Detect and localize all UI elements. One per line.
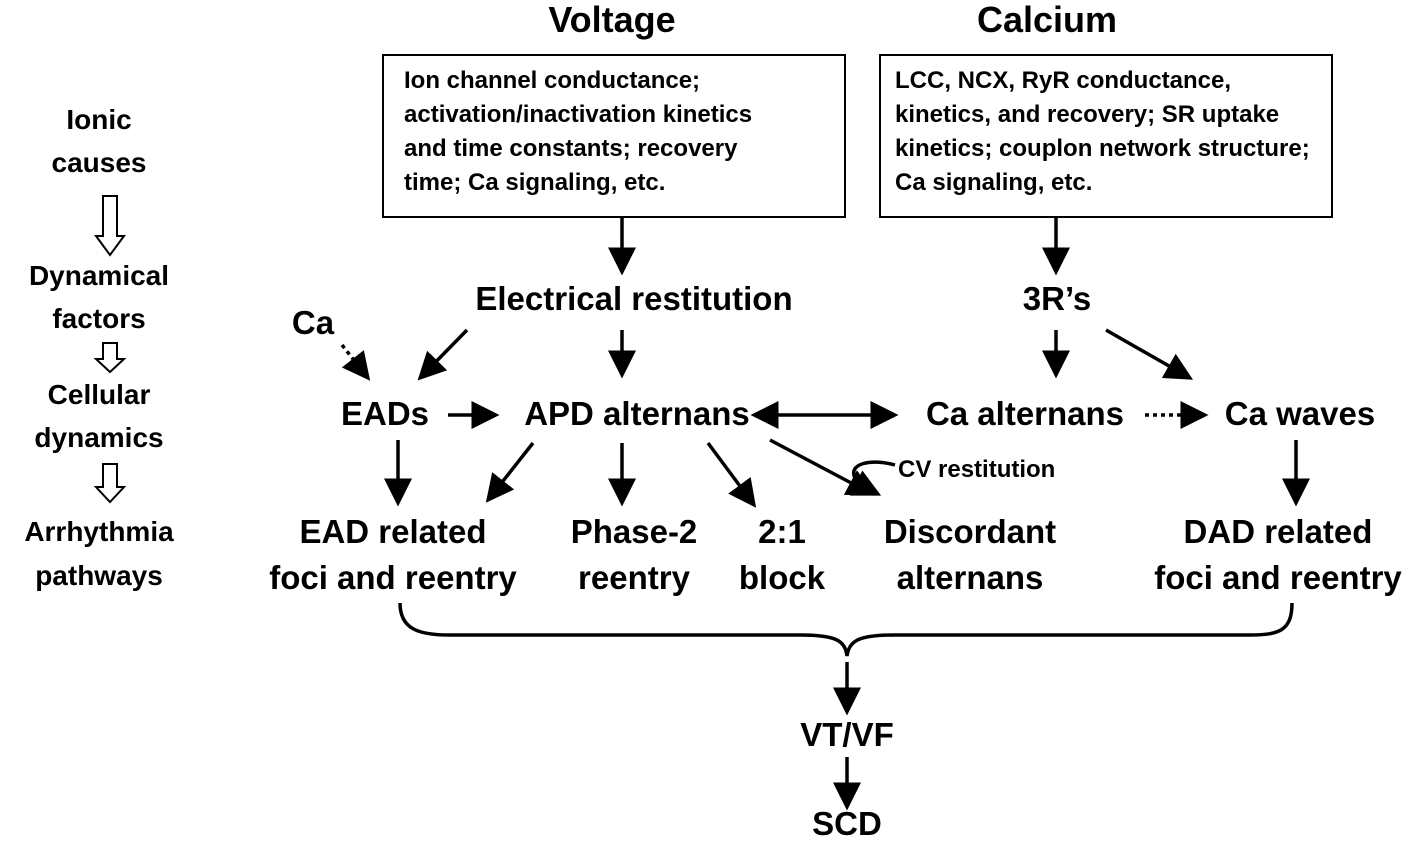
- level-cellular-line2: dynamics: [34, 422, 164, 453]
- apd-alternans-node: APD alternans: [524, 395, 750, 432]
- voltage-box-line: Ion channel conductance;: [404, 67, 701, 94]
- ead-pathway-line1: EAD related: [299, 513, 487, 550]
- three-rs-node: 3R’s: [1022, 280, 1092, 317]
- discordant-pathway-line2: alternans: [896, 559, 1044, 596]
- calcium-box-line: kinetics, and recovery; SR uptake: [895, 101, 1280, 128]
- calcium-causes-box: LCC, NCX, RyR conductance, kinetics, and…: [879, 54, 1333, 218]
- block-pathway-line2: block: [738, 559, 826, 596]
- ca-node: Ca: [291, 304, 335, 341]
- arrow-3rs-to-ca-waves: [1105, 328, 1194, 380]
- calcium-box-line: LCC, NCX, RyR conductance,: [895, 67, 1232, 94]
- level-cellular-line1: Cellular: [47, 379, 151, 410]
- ca-waves-node: Ca waves: [1224, 395, 1376, 432]
- vtvf-node: VT/VF: [800, 716, 894, 753]
- arrow-apd-to-block: [706, 441, 757, 508]
- arrow-ca-to-eads: [340, 343, 371, 381]
- voltage-header: Voltage: [548, 0, 676, 40]
- dad-pathway-line1: DAD related: [1183, 513, 1373, 550]
- calcium-header: Calcium: [976, 0, 1118, 40]
- level-ionic-line2: causes: [51, 147, 147, 178]
- voltage-box-line: time; Ca signaling, etc.: [404, 169, 666, 196]
- hollow-arrow-3: [93, 463, 127, 504]
- hollow-arrow-1: [94, 195, 126, 257]
- hollow-arrow-2: [93, 342, 127, 374]
- calcium-box-line: kinetics; couplon network structure;: [895, 135, 1310, 162]
- level-ionic-line1: Ionic: [66, 104, 132, 135]
- phase2-pathway-line1: Phase-2: [570, 513, 698, 550]
- ca-alternans-node: Ca alternans: [925, 395, 1125, 432]
- arrow-cv-restitution-to-discordant: [849, 460, 896, 496]
- brace-pathways: [398, 602, 1294, 657]
- voltage-box-line: activation/inactivation kinetics: [404, 101, 753, 128]
- block-pathway-line1: 2:1: [758, 513, 806, 550]
- level-arrhythmia-line1: Arrhythmia: [24, 516, 174, 547]
- discordant-pathway-line1: Discordant: [883, 513, 1057, 550]
- phase2-pathway-line2: reentry: [578, 559, 690, 596]
- scd-node: SCD: [812, 805, 882, 842]
- voltage-causes-box: Ion channel conductance; activation/inac…: [382, 54, 846, 218]
- arrow-electrical-restitution-to-eads: [417, 328, 469, 381]
- electrical-restitution-node: Electrical restitution: [475, 280, 793, 317]
- level-dynamical-line1: Dynamical: [28, 260, 170, 291]
- eads-node: EADs: [340, 395, 430, 432]
- voltage-box-line: and time constants; recovery: [404, 135, 738, 162]
- level-dynamical-line2: factors: [52, 303, 146, 334]
- cv-restitution-node: CV restitution: [898, 456, 1056, 483]
- dad-pathway-line2: foci and reentry: [1154, 559, 1402, 596]
- level-arrhythmia-line2: pathways: [35, 560, 163, 591]
- calcium-box-line: Ca signaling, etc.: [895, 169, 1093, 196]
- ead-pathway-line2: foci and reentry: [269, 559, 517, 596]
- arrow-apd-to-ead-related: [485, 441, 535, 503]
